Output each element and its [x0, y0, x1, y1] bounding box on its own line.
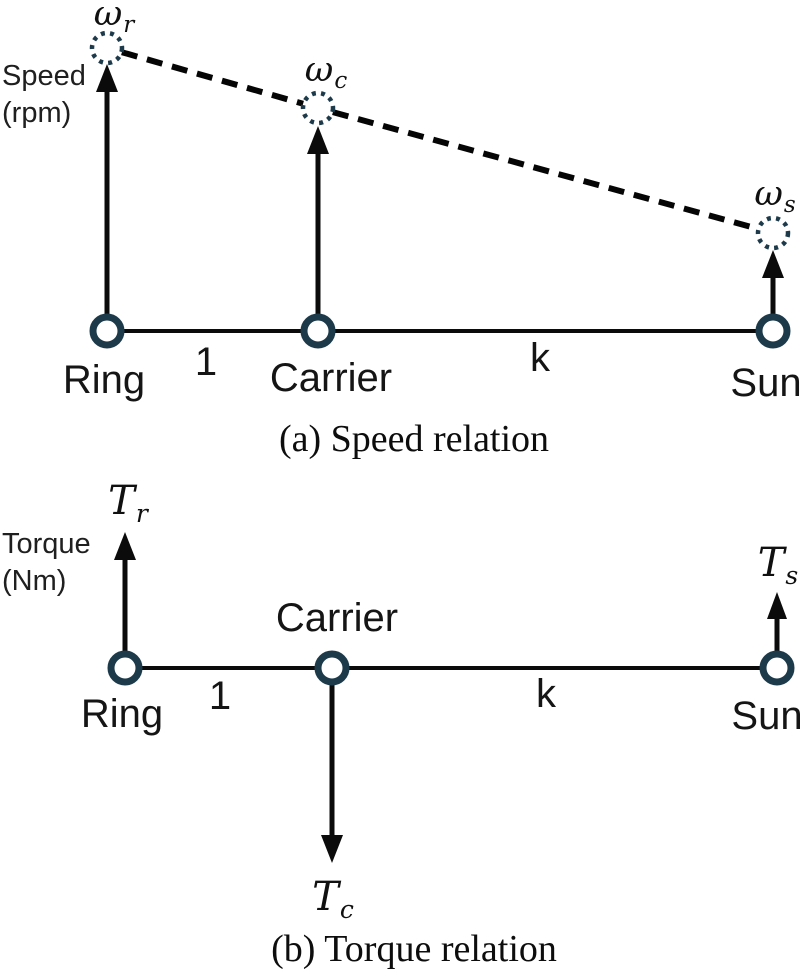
a-sun-speed-marker: [755, 215, 791, 251]
omega-r-sub: r: [123, 12, 135, 38]
a-ring-speed-arrowhead-icon: [96, 64, 118, 92]
omega-s-sub: s: [783, 192, 796, 218]
a-carrier-speed-marker: [300, 90, 336, 126]
a-ratio-k-label: k: [530, 336, 550, 380]
b-ratio-1-label: 1: [208, 674, 232, 718]
omega-s-base: ω: [754, 174, 783, 214]
b-axis-label: Torque (Nm): [2, 526, 91, 600]
torque-s-base: T: [757, 540, 785, 586]
a-ring-label: Ring: [62, 358, 146, 402]
a-speed-line-segment-right: [332, 109, 759, 232]
torque-c-label: Tc: [312, 874, 354, 924]
b-ratio-k-label: k: [536, 672, 556, 716]
a-carrier-node: [300, 313, 336, 349]
omega-c-label: ωc: [305, 50, 347, 94]
b-ring-label: Ring: [80, 692, 164, 736]
a-ring-speed-marker: [89, 30, 125, 66]
torque-r-label: Tr: [108, 478, 148, 528]
a-ratio-1-label: 1: [194, 340, 218, 384]
b-sun-label: Sun: [731, 694, 800, 738]
a-axis-label-line1: Speed: [2, 60, 86, 92]
a-caption: (a) Speed relation: [278, 418, 550, 460]
b-sun-torque-arrowhead-icon: [767, 592, 787, 619]
omega-r-base: ω: [93, 0, 123, 34]
torque-s-sub: s: [785, 561, 799, 590]
a-sun-speed-arrowhead-icon: [762, 250, 784, 278]
torque-s-label: Ts: [758, 540, 799, 590]
b-caption: (b) Torque relation: [271, 928, 557, 970]
torque-c-sub: c: [339, 895, 354, 924]
b-axis-label-line2: (Nm): [2, 565, 67, 597]
b-axis-label-line1: Torque: [2, 528, 91, 560]
omega-s-label: ωs: [754, 174, 795, 218]
a-carrier-speed-arrowhead-icon: [307, 126, 329, 154]
a-sun-node: [755, 313, 791, 349]
b-carrier-label: Carrier: [275, 596, 399, 640]
b-ring-node: [107, 650, 143, 686]
torque-r-base: T: [108, 478, 135, 524]
a-axis-label-line2: (rpm): [2, 97, 72, 129]
omega-c-base: ω: [304, 50, 334, 90]
torque-c-base: T: [312, 874, 339, 920]
omega-c-sub: c: [334, 68, 348, 94]
a-speed-line-segment-left: [121, 49, 304, 107]
a-sun-label: Sun: [730, 361, 800, 405]
b-sun-node: [759, 650, 795, 686]
a-ring-node: [89, 313, 125, 349]
a-carrier-label: Carrier: [269, 356, 393, 400]
torque-r-sub: r: [135, 499, 148, 528]
b-carrier-node: [314, 650, 350, 686]
b-carrier-torque-arrowhead-icon: [321, 835, 343, 863]
omega-r-label: ωr: [94, 0, 135, 38]
b-ring-torque-arrowhead-icon: [114, 532, 136, 560]
a-axis-label: Speed (rpm): [2, 58, 86, 132]
